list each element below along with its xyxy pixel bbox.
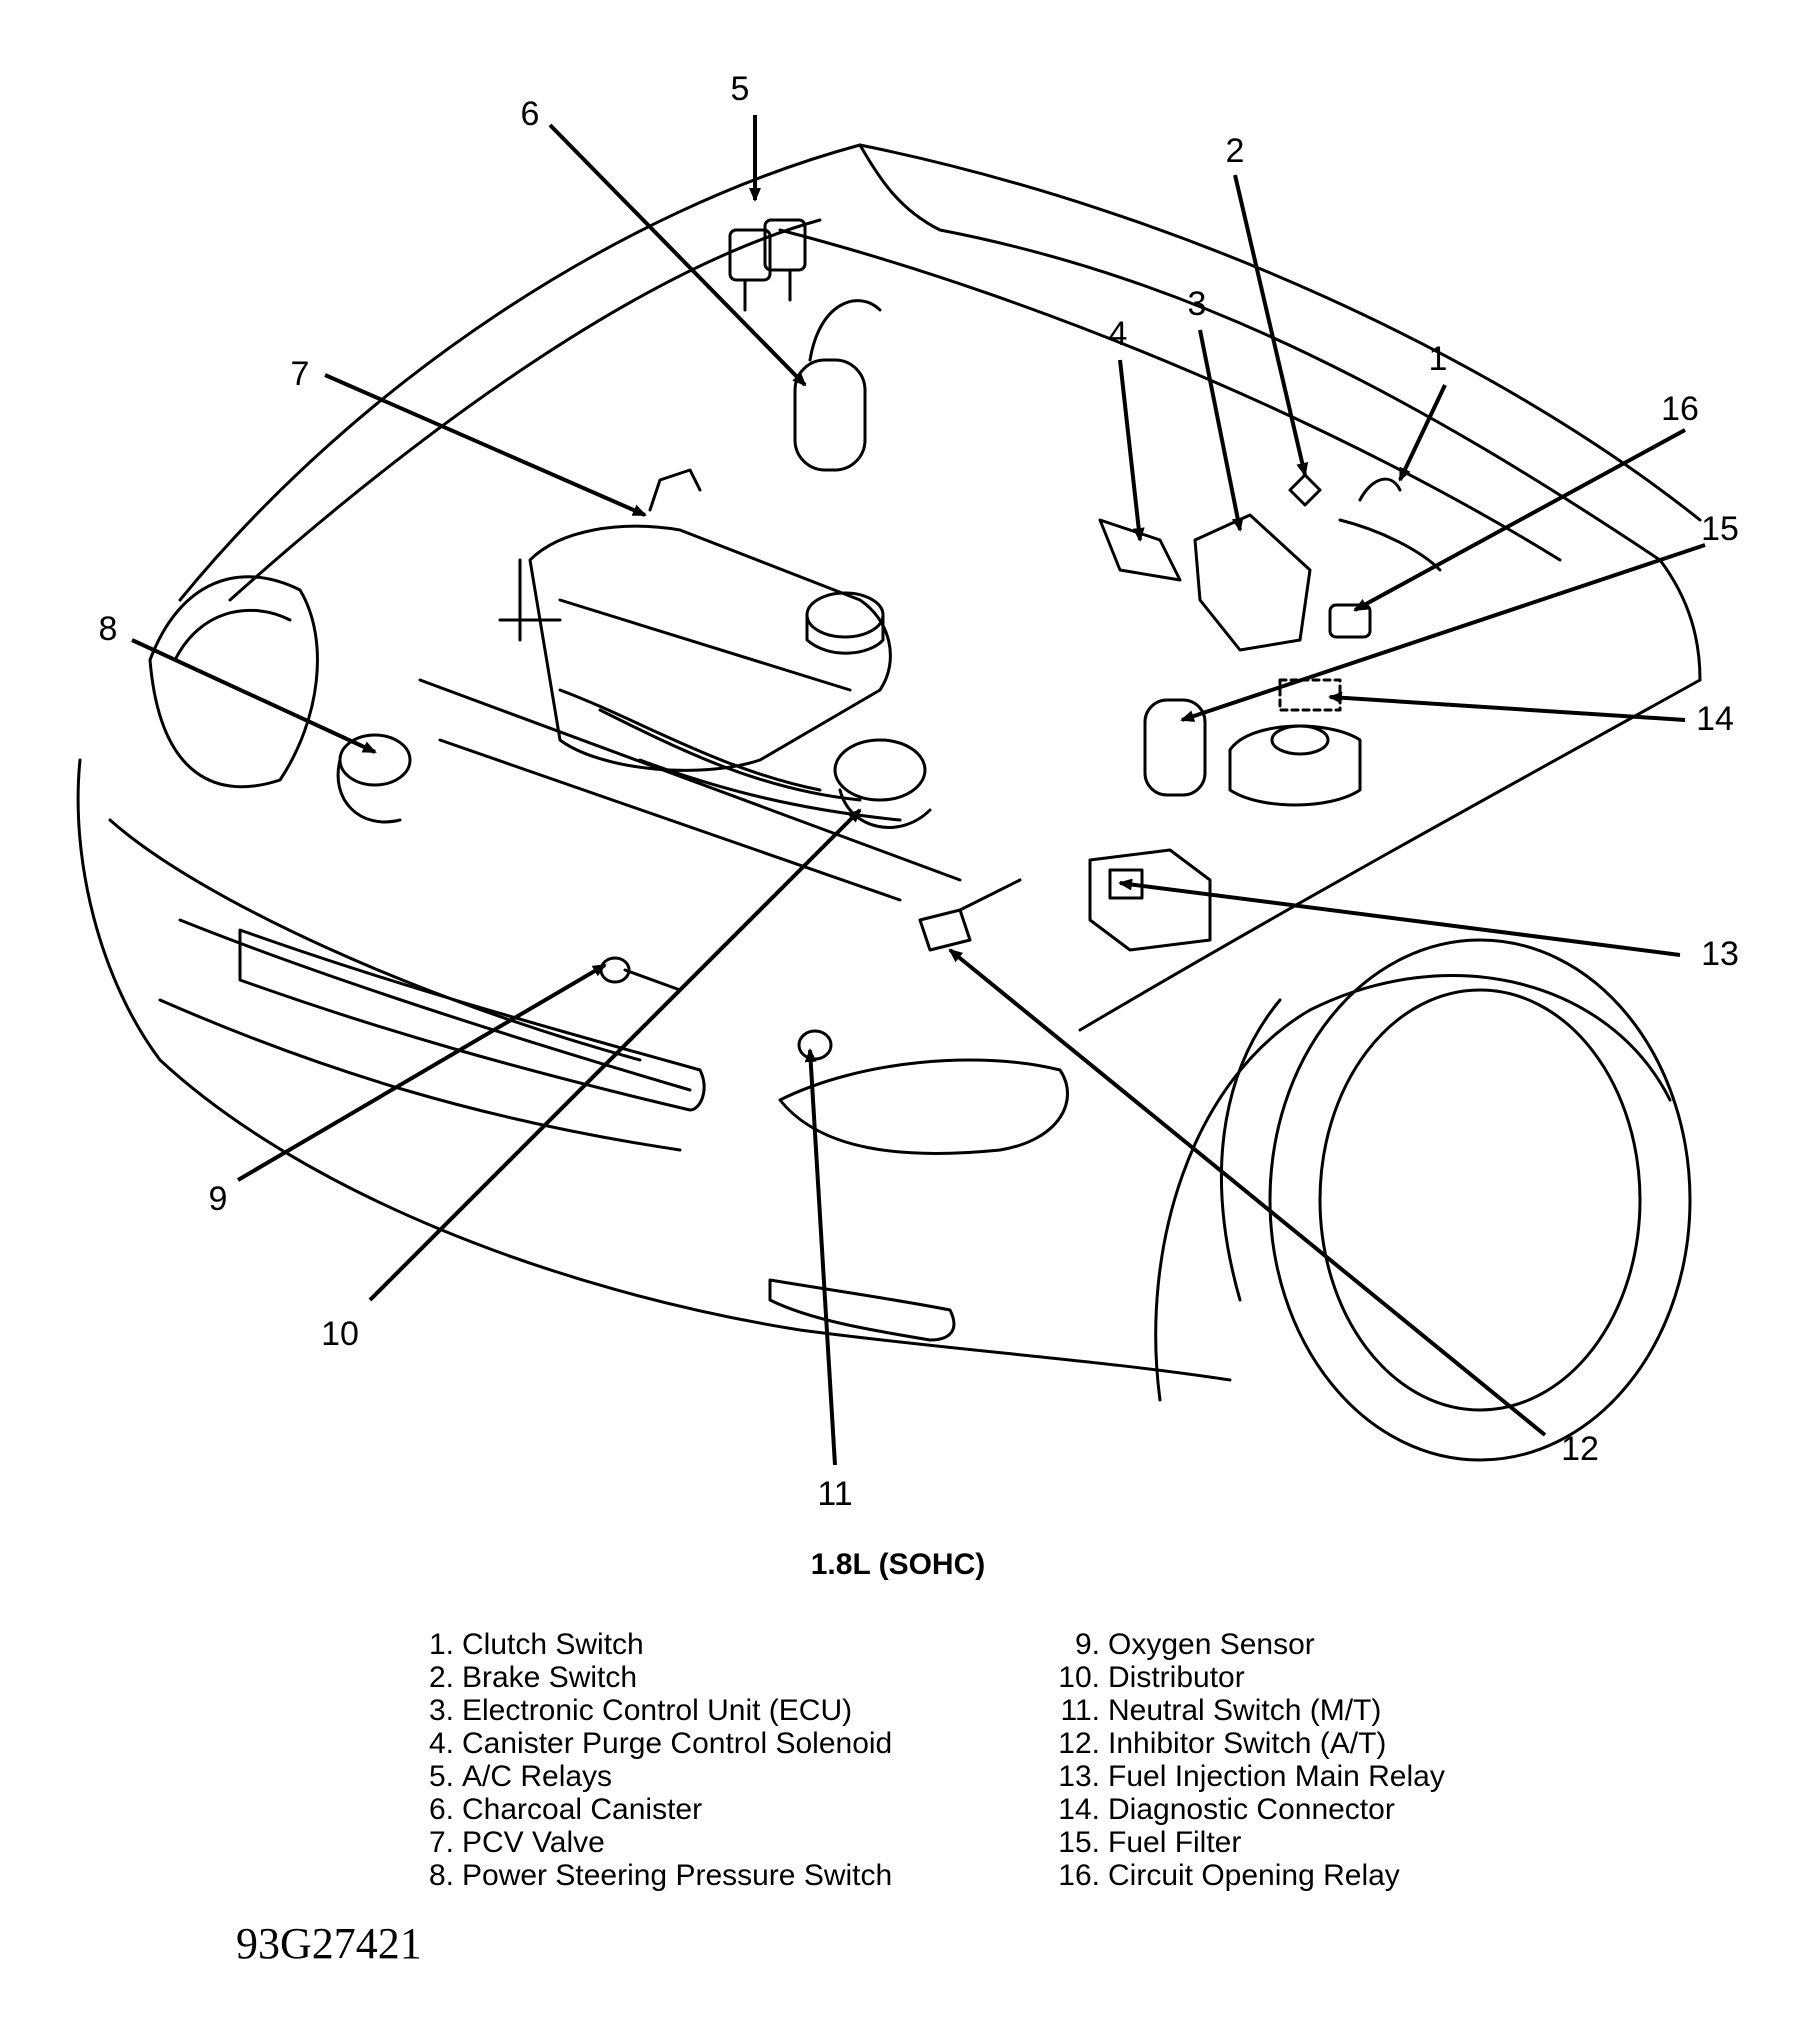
legend-number: 7. xyxy=(428,1826,454,1859)
legend-number: 1. xyxy=(428,1628,454,1661)
leader-line-1 xyxy=(1398,384,1447,482)
legend-number: 3. xyxy=(428,1694,454,1727)
legend-item: 6.Charcoal Canister xyxy=(412,1793,892,1826)
callout-11: 11 xyxy=(817,1475,852,1513)
legend-label: Circuit Opening Relay xyxy=(1108,1859,1400,1892)
leader-line-9 xyxy=(236,963,607,1182)
legend-item: 7.PCV Valve xyxy=(412,1826,892,1859)
legend-label: Charcoal Canister xyxy=(462,1793,703,1826)
leader-line-13 xyxy=(1118,878,1681,957)
legend-item: 9.Oxygen Sensor xyxy=(1058,1628,1445,1661)
callout-12: 12 xyxy=(1561,1430,1599,1468)
legend-item: 5.A/C Relays xyxy=(412,1760,892,1793)
legend-right-column: 9.Oxygen Sensor 10.Distributor 11.Neutra… xyxy=(1058,1628,1445,1892)
legend-label: Canister Purge Control Solenoid xyxy=(462,1727,893,1760)
legend-number: 10. xyxy=(1058,1661,1100,1694)
callout-14: 14 xyxy=(1696,700,1734,738)
legend-number: 6. xyxy=(428,1793,454,1826)
figure-caption: 1.8L (SOHC) xyxy=(810,1548,986,1581)
legend-label: Brake Switch xyxy=(462,1661,638,1694)
callout-7: 7 xyxy=(291,355,310,393)
leader-line-3 xyxy=(1198,329,1244,532)
legend-item: 1.Clutch Switch xyxy=(412,1628,892,1661)
legend-item: 14.Diagnostic Connector xyxy=(1058,1793,1445,1826)
legend-label: Fuel Filter xyxy=(1108,1826,1242,1859)
legend-item: 11.Neutral Switch (M/T) xyxy=(1058,1694,1445,1727)
legend-number: 14. xyxy=(1058,1793,1100,1826)
leader-line-7 xyxy=(324,373,647,517)
callout-5: 5 xyxy=(731,70,750,108)
legend-item: 12.Inhibitor Switch (A/T) xyxy=(1058,1727,1445,1760)
callout-3: 3 xyxy=(1188,285,1207,323)
legend-number: 12. xyxy=(1058,1727,1100,1760)
legend-item: 16.Circuit Opening Relay xyxy=(1058,1859,1445,1892)
legend-label: Power Steering Pressure Switch xyxy=(462,1859,893,1892)
leader-lines xyxy=(131,115,1706,1466)
legend-label: Distributor xyxy=(1108,1661,1245,1694)
legend-number: 8. xyxy=(428,1859,454,1892)
legend-number: 4. xyxy=(428,1727,454,1760)
callout-4: 4 xyxy=(1109,315,1128,353)
legend-left-column: 1.Clutch Switch 2.Brake Switch 3.Electro… xyxy=(412,1628,892,1892)
legend-item: 15.Fuel Filter xyxy=(1058,1826,1445,1859)
callout-2: 2 xyxy=(1226,132,1245,170)
leader-line-10 xyxy=(368,808,862,1302)
legend-number: 15. xyxy=(1058,1826,1100,1859)
legend-number: 13. xyxy=(1058,1760,1100,1793)
engine-compartment-diagram: 1 2 3 4 5 6 7 8 9 10 11 12 13 14 15 16 xyxy=(76,70,1739,1513)
callout-6: 6 xyxy=(521,95,540,133)
legend-item: 13.Fuel Injection Main Relay xyxy=(1058,1760,1445,1793)
callout-1: 1 xyxy=(1429,340,1448,378)
leader-line-6 xyxy=(548,123,807,387)
legend-item: 4.Canister Purge Control Solenoid xyxy=(412,1727,892,1760)
callout-9: 9 xyxy=(209,1180,228,1218)
leader-line-8 xyxy=(131,638,377,754)
leader-line-11 xyxy=(804,1048,837,1466)
legend-number: 2. xyxy=(428,1661,454,1694)
figure-code: 93G27421 xyxy=(236,1919,422,1968)
callout-16: 16 xyxy=(1661,390,1699,428)
leader-line-15 xyxy=(1180,543,1706,722)
legend-label: Neutral Switch (M/T) xyxy=(1108,1694,1382,1727)
legend-item: 2.Brake Switch xyxy=(412,1661,892,1694)
leader-line-12 xyxy=(948,948,1547,1437)
legend-item: 10.Distributor xyxy=(1058,1661,1445,1694)
legend-label: Diagnostic Connector xyxy=(1108,1793,1395,1826)
legend-label: PCV Valve xyxy=(462,1826,605,1859)
legend-label: Electronic Control Unit (ECU) xyxy=(462,1694,853,1727)
legend-label: Fuel Injection Main Relay xyxy=(1108,1760,1445,1793)
callout-8: 8 xyxy=(99,610,118,648)
car-body-outline xyxy=(76,143,1702,1462)
leader-line-14 xyxy=(1328,691,1686,722)
legend-label: Clutch Switch xyxy=(462,1628,644,1661)
legend-label: A/C Relays xyxy=(462,1760,613,1793)
callout-numbers: 1 2 3 4 5 6 7 8 9 10 11 12 13 14 15 16 xyxy=(99,70,1739,1513)
legend-item: 8.Power Steering Pressure Switch xyxy=(412,1859,892,1892)
legend-number: 9. xyxy=(1074,1628,1100,1661)
legend-label: Inhibitor Switch (A/T) xyxy=(1108,1727,1387,1760)
legend-number: 16. xyxy=(1058,1859,1100,1892)
legend-label: Oxygen Sensor xyxy=(1108,1628,1315,1661)
leader-line-4 xyxy=(1118,359,1145,542)
leader-line-16 xyxy=(1353,428,1686,612)
leader-line-2 xyxy=(1233,174,1309,477)
legend-number: 5. xyxy=(428,1760,454,1793)
callout-10: 10 xyxy=(321,1315,359,1353)
legend-item: 3.Electronic Control Unit (ECU) xyxy=(412,1694,892,1727)
legend-number: 11. xyxy=(1060,1694,1100,1727)
callout-13: 13 xyxy=(1701,935,1739,973)
callout-15: 15 xyxy=(1701,510,1739,548)
